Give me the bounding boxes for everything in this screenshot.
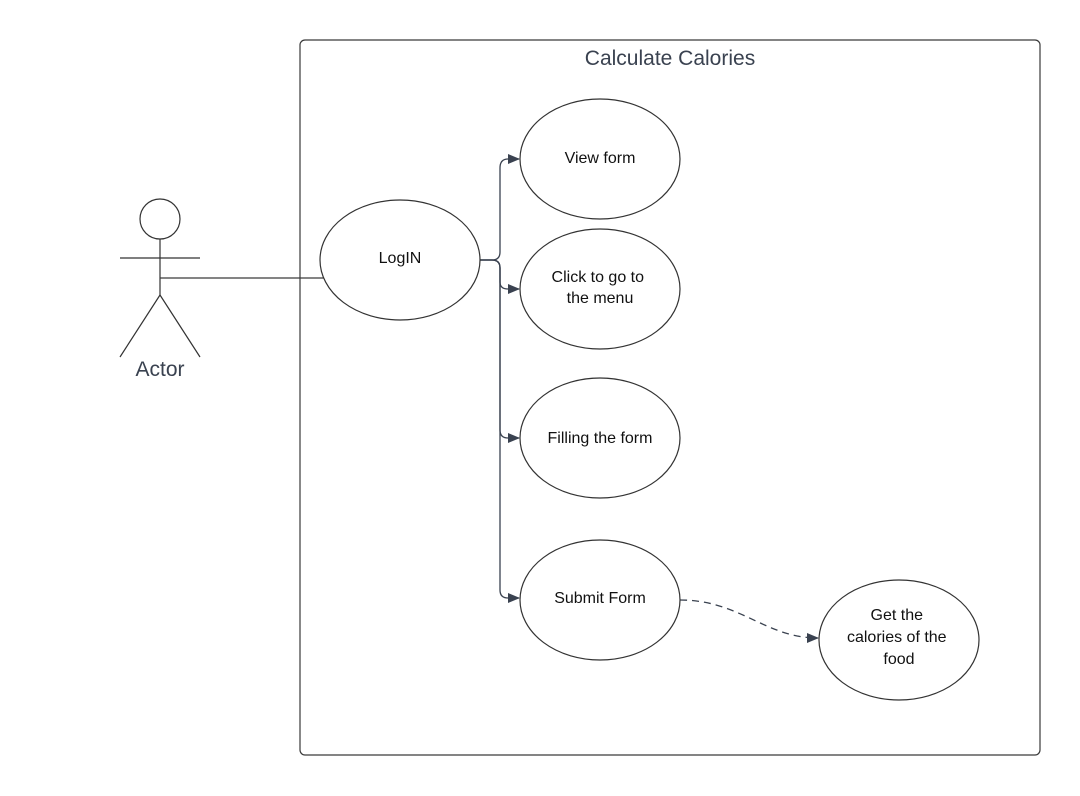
use-case-view-form-label: View form xyxy=(565,150,636,167)
use-case-filling-form-ellipse xyxy=(519,377,681,499)
actor-right-leg xyxy=(159,294,201,358)
use-case-view-form-ellipse xyxy=(519,98,681,220)
use-case-filling-form-label: Filling the form xyxy=(548,430,653,447)
use-case-filling-form[interactable]: Filling the form xyxy=(519,377,681,499)
use-case-submit-form[interactable]: Submit Form xyxy=(519,539,681,661)
use-case-login[interactable]: LogIN xyxy=(319,199,481,321)
use-case-submit-form-label: Submit Form xyxy=(554,590,646,607)
use-case-login-label: LogIN xyxy=(379,250,422,267)
use-case-menu-label: Click to go to the menu xyxy=(552,269,649,307)
use-case-submit-form-ellipse xyxy=(519,539,681,661)
use-case-menu[interactable]: Click to go to the menu xyxy=(519,228,681,350)
flow-login-to-view-form xyxy=(480,154,520,261)
actor-head xyxy=(139,198,181,240)
actor-figure xyxy=(119,198,201,358)
use-case-get-calories-ellipse xyxy=(818,579,980,701)
flow-login-to-submit-form xyxy=(480,259,520,603)
actor-left-leg xyxy=(119,294,161,358)
actor-label: Actor xyxy=(135,358,184,381)
use-case-get-calories-label: Get the calories of the food xyxy=(847,607,951,668)
use-case-get-calories[interactable]: Get the calories of the food xyxy=(818,579,980,701)
use-case-view-form[interactable]: View form xyxy=(519,98,681,220)
system-title: Calculate Calories xyxy=(585,47,755,70)
use-case-login-ellipse xyxy=(319,199,481,321)
use-case-menu-ellipse xyxy=(519,228,681,350)
flow-submit-to-calories xyxy=(679,599,819,643)
system-boundary xyxy=(299,39,1041,756)
